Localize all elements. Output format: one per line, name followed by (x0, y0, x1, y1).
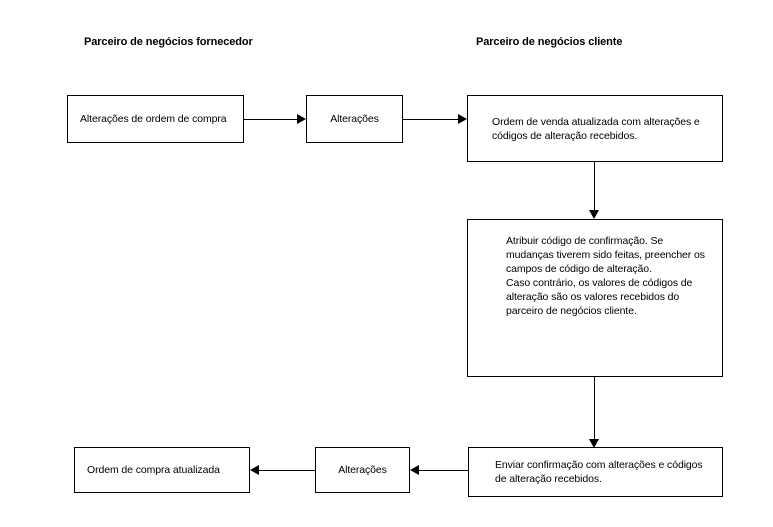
node-assign-confirmation-code[interactable]: Atribuir código de confirmação. Se mudan… (467, 219, 723, 377)
node-send-confirmation[interactable]: Enviar confirmação com alterações e códi… (468, 447, 723, 497)
arrowhead-send-confirmation-to-changes-bottom-icon (410, 465, 419, 475)
node-changes-top[interactable]: Alterações (306, 95, 403, 143)
arrowhead-po-changes-to-changes-top-icon (297, 114, 306, 124)
connector-sales-order-to-assign-code (594, 162, 595, 210)
arrowhead-sales-order-to-assign-code-icon (589, 210, 599, 219)
node-changes-bottom-label: Alterações (338, 464, 387, 476)
connector-changes-top-to-sales-order (403, 119, 458, 120)
node-send-confirmation-label: Enviar confirmação com alterações e códi… (495, 459, 703, 485)
node-sales-order-updated-label: Ordem de venda atualizada com alterações… (492, 115, 700, 142)
node-sales-order-updated[interactable]: Ordem de venda atualizada com alterações… (467, 95, 723, 162)
connector-po-changes-to-changes-top (244, 119, 297, 120)
arrowhead-changes-bottom-to-po-updated-icon (250, 465, 259, 475)
node-purchase-order-changes-label: Alterações de ordem de compra (80, 113, 227, 125)
lane-title-customer: Parceiro de negócios cliente (476, 36, 623, 48)
node-purchase-order-updated[interactable]: Ordem de compra atualizada (74, 447, 250, 493)
lane-title-supplier: Parceiro de negócios fornecedor (84, 36, 253, 48)
node-purchase-order-updated-label: Ordem de compra atualizada (87, 464, 220, 476)
node-changes-top-label: Alterações (330, 113, 379, 125)
arrowhead-changes-top-to-sales-order-icon (458, 114, 467, 124)
node-purchase-order-changes[interactable]: Alterações de ordem de compra (67, 95, 244, 143)
connector-assign-code-to-send-confirmation (594, 377, 595, 439)
node-assign-confirmation-code-label: Atribuir código de confirmação. Se mudan… (506, 235, 705, 317)
connector-changes-bottom-to-po-updated (259, 470, 315, 471)
node-changes-bottom[interactable]: Alterações (315, 447, 410, 493)
arrowhead-assign-code-to-send-confirmation-icon (589, 439, 599, 448)
connector-send-confirmation-to-changes-bottom (419, 470, 468, 471)
